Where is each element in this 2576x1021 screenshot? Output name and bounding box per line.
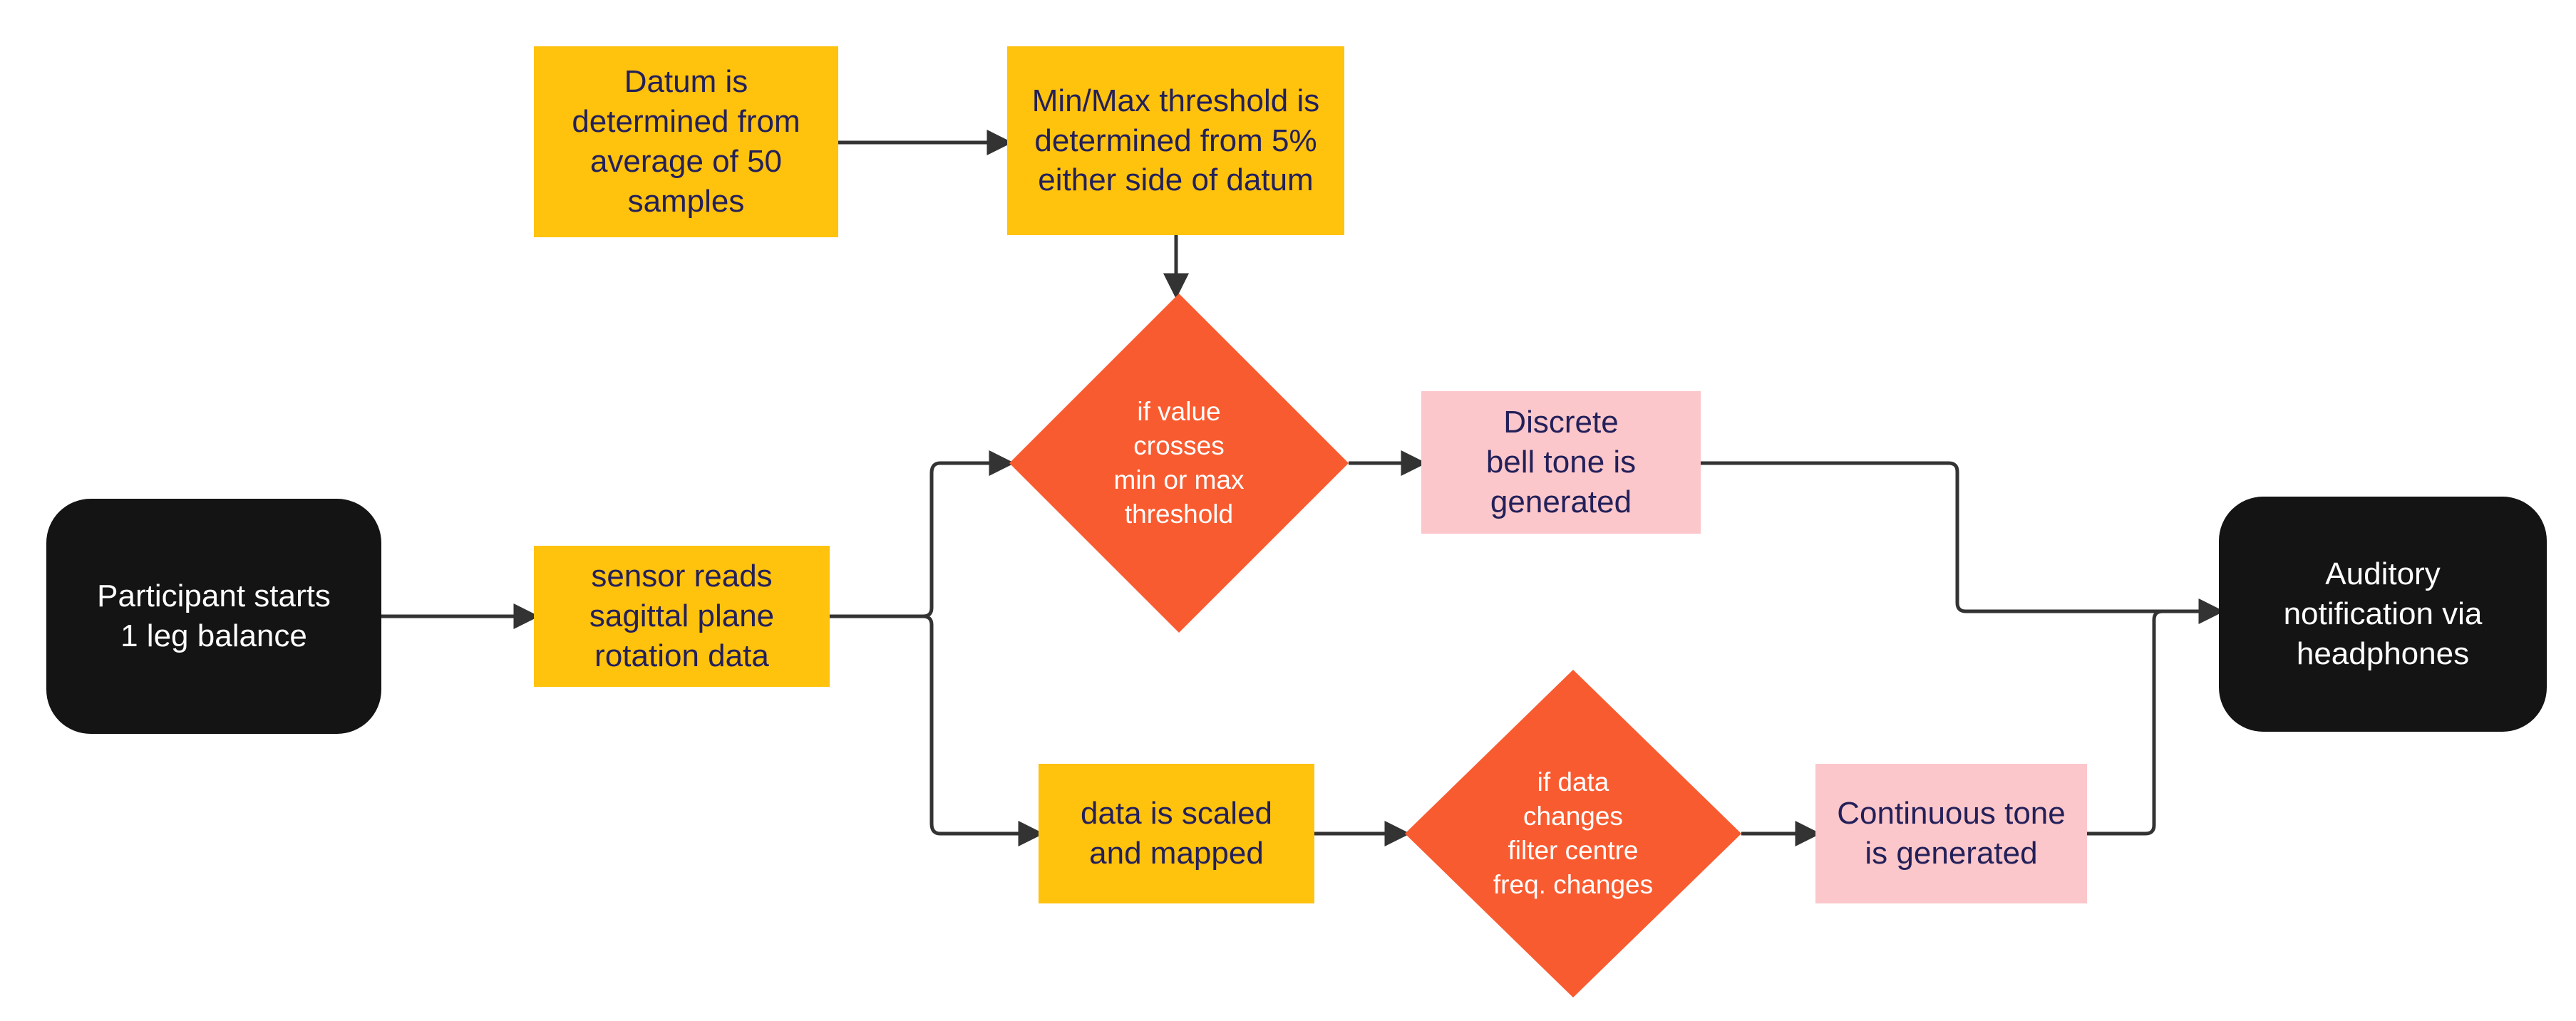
node-auditory-notification: Auditory notification via headphones: [2219, 497, 2547, 732]
node-discrete-bell-tone: Discrete bell tone is generated: [1421, 391, 1701, 534]
node-auditory-notification-label: Auditory notification via headphones: [2283, 556, 2483, 671]
node-minmax-threshold-label: Min/Max threshold is determined from 5% …: [1031, 83, 1320, 198]
node-continuous-tone: Continuous tone is generated: [1815, 764, 2087, 903]
node-participant-start-label: Participant starts 1 leg balance: [97, 579, 331, 653]
node-datum-average-label: Datum is determined from average of 50 s…: [572, 64, 800, 219]
node-continuous-tone-label: Continuous tone is generated: [1837, 796, 2066, 871]
node-datum-average: Datum is determined from average of 50 s…: [534, 46, 838, 237]
node-discrete-bell-tone-label: Discrete bell tone is generated: [1485, 405, 1637, 519]
node-participant-start: Participant starts 1 leg balance: [46, 499, 381, 734]
node-sensor-reads: sensor reads sagittal plane rotation dat…: [534, 546, 830, 687]
node-data-scaled-mapped-label: data is scaled and mapped: [1080, 796, 1273, 871]
edge-discrete-to-end: [1701, 461, 2225, 625]
edge-continuous-to-end: [2087, 609, 2163, 836]
node-threshold-decision-label: if value crosses min or max threshold: [1113, 396, 1245, 529]
node-freq-decision-label: if data changes filter centre freq. chan…: [1493, 767, 1654, 900]
node-sensor-reads-label: sensor reads sagittal plane rotation dat…: [589, 559, 775, 673]
node-data-scaled-mapped: data is scaled and mapped: [1039, 764, 1314, 903]
edge-sensor-to-scaled: [830, 614, 1044, 847]
edge-sensor-to-threshold: [830, 450, 1015, 618]
node-minmax-threshold: Min/Max threshold is determined from 5% …: [1007, 46, 1344, 235]
